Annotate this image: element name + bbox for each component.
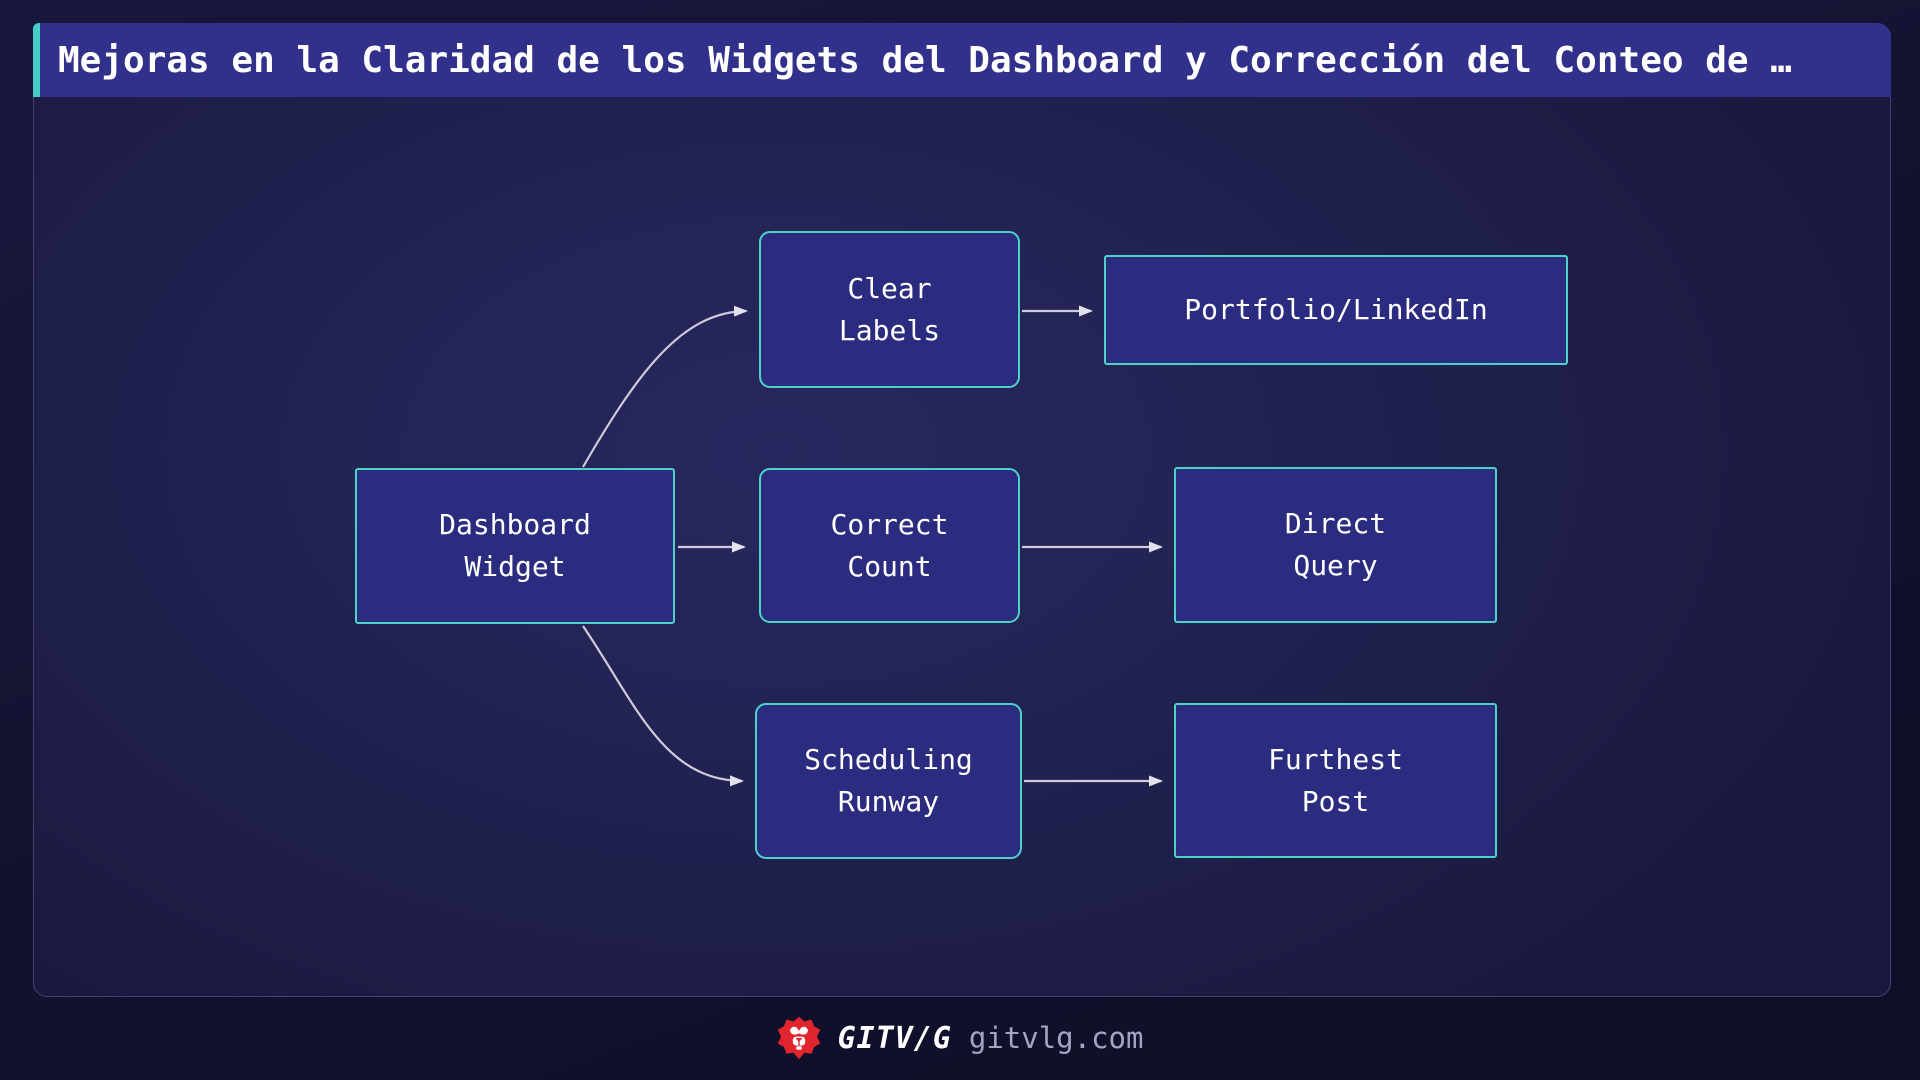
- diagram-title: Mejoras en la Claridad de los Widgets de…: [58, 39, 1792, 81]
- node-scheduling-runway: Scheduling Runway: [755, 703, 1022, 859]
- node-portfolio-linkedin: Portfolio/LinkedIn: [1104, 255, 1568, 365]
- node-label: Dashboard Widget: [439, 508, 591, 583]
- footer-branding: GITV/G gitvlg.com: [0, 1003, 1920, 1073]
- node-label: Clear Labels: [838, 271, 941, 347]
- node-dashboard-widget: Dashboard Widget: [355, 468, 675, 624]
- node-label: Direct Query: [1284, 507, 1387, 582]
- node-label: Furthest Post: [1268, 742, 1403, 818]
- brand-domain: gitvlg.com: [968, 1021, 1144, 1055]
- lion-icon: [777, 1016, 820, 1060]
- node-label: Scheduling Runway: [804, 743, 973, 818]
- brand-name: GITV/G: [837, 1020, 952, 1056]
- node-correct-count: Correct Count: [759, 468, 1020, 623]
- node-direct-query: Direct Query: [1174, 467, 1497, 623]
- node-clear-labels: Clear Labels: [759, 231, 1020, 388]
- node-label: Correct Count: [830, 507, 949, 583]
- title-bar: Mejoras en la Claridad de los Widgets de…: [33, 23, 1891, 97]
- node-furthest-post: Furthest Post: [1174, 703, 1497, 858]
- node-label: Portfolio/LinkedIn: [1184, 293, 1488, 326]
